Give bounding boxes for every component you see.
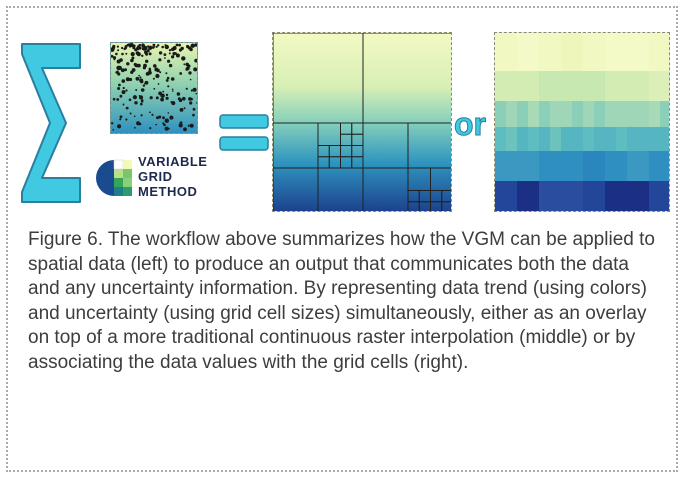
equals-icon [219, 114, 269, 151]
grid-cells-panel [494, 32, 670, 212]
raster-grid-overlay [273, 33, 451, 211]
figure-caption: Figure 6. The workflow above summarizes … [28, 229, 655, 373]
grid-cells-map [495, 33, 669, 211]
spatial-data-panel [110, 42, 198, 134]
sigma-icon [21, 43, 81, 203]
raster-overlay-panel [272, 32, 452, 212]
or-label: or [454, 106, 487, 143]
logo-text-variable: VARIABLE [138, 154, 208, 169]
figure-frame [6, 6, 678, 472]
vgm-logo-icon [96, 159, 132, 196]
logo-text-grid: GRID [138, 169, 173, 184]
scatter-data-map [111, 43, 197, 133]
logo-text-method: METHOD [138, 184, 198, 199]
